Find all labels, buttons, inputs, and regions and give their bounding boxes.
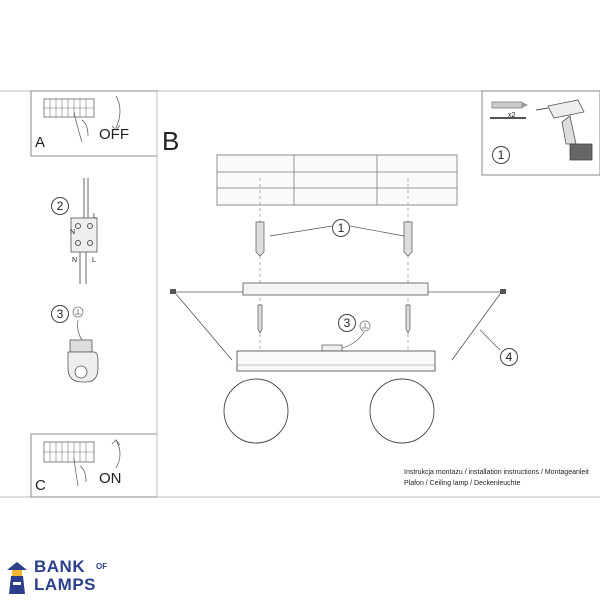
panel-c-action: ON: [99, 470, 122, 487]
ceiling-brick-block: [216, 154, 458, 206]
tools-panel-box: [481, 90, 600, 176]
panel-c-letter: C: [35, 477, 46, 494]
wire-l-top: L: [93, 213, 97, 220]
lamp-body: [236, 344, 436, 372]
panel-a-action: OFF: [99, 126, 129, 143]
step-3-side-badge: 3: [51, 305, 69, 323]
connector-block-icon: [70, 178, 98, 284]
step-2-badge: 2: [51, 197, 69, 215]
suspension-cables: [175, 293, 501, 361]
caption-line-1: Instrukcja montażu / installation instru…: [404, 469, 589, 476]
wire-n-top: N: [70, 229, 76, 236]
earth-connector-icon: [67, 306, 99, 383]
wire-n-bottom: N: [72, 257, 78, 264]
caption-line-2: Plafon / Ceiling lamp / Deckenleuchte: [404, 480, 521, 487]
fuse-box-icon-c: [43, 439, 121, 487]
wire-l-bottom: L: [92, 257, 96, 264]
step4-leader: [479, 329, 501, 351]
logo-word-lamps: LAMPS: [34, 575, 96, 594]
step-1-badge: 1: [332, 219, 350, 237]
wall-plugs: [255, 221, 413, 257]
step-3-badge: 3: [338, 314, 356, 332]
step1-leaders: [269, 225, 405, 237]
left-globe-shade: [223, 378, 289, 444]
tools-step-badge: 1: [492, 146, 510, 164]
logo-word-of: OF: [96, 562, 108, 571]
panel-a-letter: A: [35, 134, 46, 151]
quantity-label: x2: [508, 112, 516, 119]
panel-b-letter: B: [162, 126, 180, 156]
right-globe-shade: [369, 378, 435, 444]
drill-icon: [535, 99, 593, 161]
wall-plug-icon: [490, 101, 528, 119]
screws: [257, 304, 411, 334]
fuse-box-icon-a: [43, 95, 121, 143]
lighthouse-logo-icon: [7, 562, 27, 594]
bank-of-lamps-logo: BANK OF LAMPS: [4, 556, 114, 596]
logo-word-bank: BANK: [34, 557, 86, 576]
mounting-bracket: [170, 282, 506, 296]
step-4-badge: 4: [500, 348, 518, 366]
